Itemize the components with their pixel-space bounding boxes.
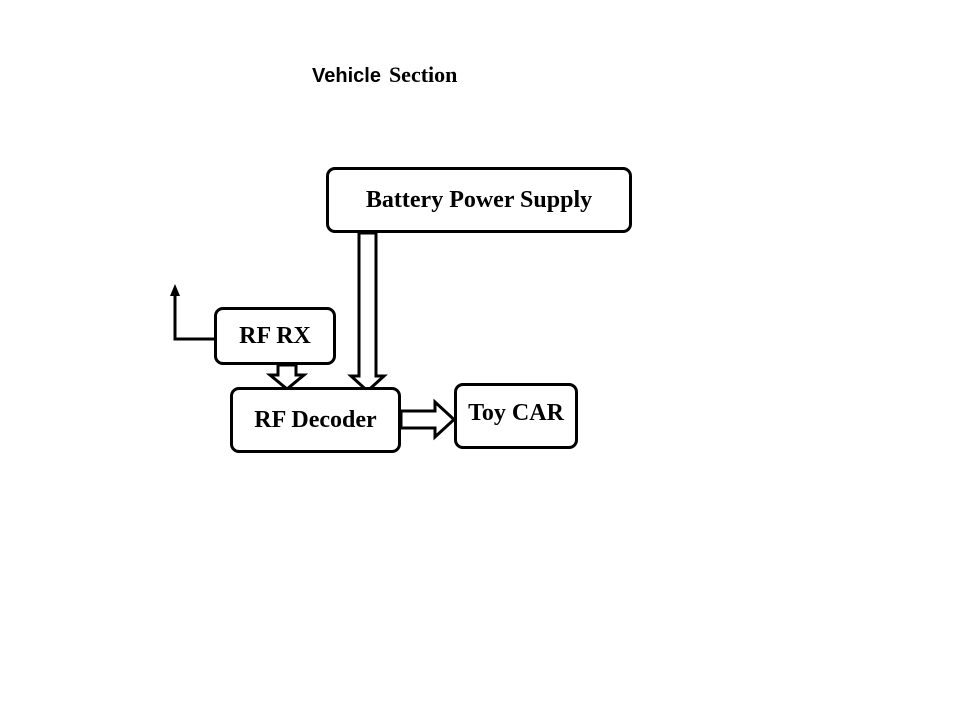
title-word-section: Section — [388, 62, 458, 87]
diagram-title: Vehicle Section — [312, 62, 457, 88]
rf-rx-label: RF RX — [239, 322, 311, 349]
toy-car-label: Toy CAR — [468, 399, 564, 426]
antenna-line — [173, 294, 214, 341]
battery-power-supply-label: Battery Power Supply — [365, 186, 593, 213]
decoder-to-toycar-arrow — [399, 398, 457, 441]
rf-decoder-label: RF Decoder — [254, 406, 377, 433]
battery-to-decoder-arrow — [347, 231, 388, 394]
rf-decoder-block: RF Decoder — [230, 387, 401, 453]
antenna-arrowhead-icon — [170, 284, 180, 296]
rf-rx-block: RF RX — [214, 307, 336, 365]
battery-power-supply-block: Battery Power Supply — [326, 167, 632, 233]
toy-car-block: Toy CAR — [454, 383, 578, 449]
title-word-vehicle: Vehicle — [312, 65, 381, 87]
rfrx-to-decoder-arrow — [265, 363, 309, 391]
